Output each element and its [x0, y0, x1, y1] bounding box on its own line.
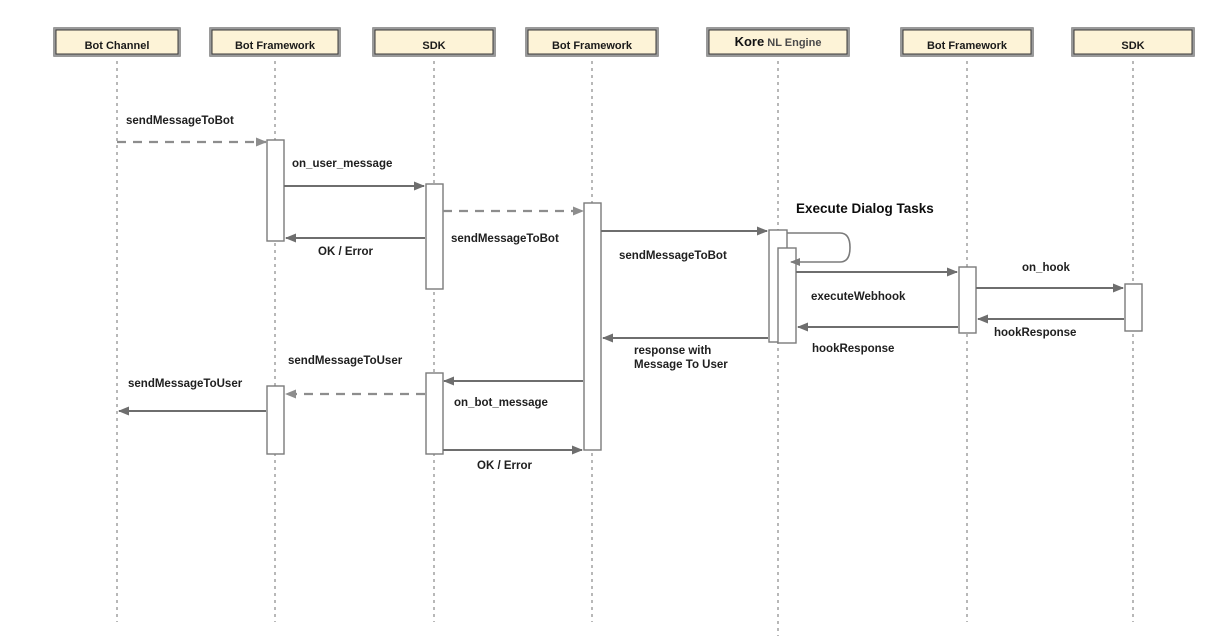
participant-label-p5: Kore NL Engine: [735, 34, 822, 49]
participant-label-p1: Bot Channel: [85, 40, 150, 52]
message-m8[interactable]: on_hook: [976, 262, 1124, 293]
message-label: on_bot_message: [454, 397, 548, 409]
activation-bar-a8: [266, 385, 285, 455]
participant-header-p5[interactable]: Kore NL Engine: [706, 27, 850, 57]
message-label: executeWebhook: [811, 291, 906, 303]
self-message-line: [787, 232, 851, 266]
participant-headers-group: Bot Channel Bot Framework SDK Bot Framework…: [53, 27, 1195, 57]
notes-group: Execute Dialog Tasks: [796, 201, 934, 216]
message-label: OK / Error: [477, 460, 532, 472]
participant-header-p7[interactable]: SDK: [1071, 27, 1195, 57]
activation-bar-a2: [425, 183, 444, 290]
participant-header-p2[interactable]: Bot Framework: [209, 27, 341, 57]
activation-bar-a6: [958, 266, 977, 334]
message-label: sendMessageToUser: [128, 378, 243, 390]
participant-header-p1[interactable]: Bot Channel: [53, 27, 181, 57]
participant-header-p6[interactable]: Bot Framework: [900, 27, 1034, 57]
message-m13[interactable]: sendMessageToUser: [285, 355, 425, 399]
lifelines-group: [116, 54, 1134, 636]
message-label: on_hook: [1022, 262, 1071, 274]
participant-label-p3: SDK: [422, 40, 445, 52]
participant-header-p4[interactable]: Bot Framework: [525, 27, 659, 57]
message-label: sendMessageToBot: [451, 233, 559, 245]
message-m6[interactable]: [787, 232, 851, 266]
activation-bar-a9: [425, 372, 444, 455]
activation-bar-a1: [266, 139, 285, 242]
message-label: sendMessageToUser: [288, 355, 403, 367]
message-m9[interactable]: hookResponse: [977, 314, 1124, 339]
message-label: hookResponse: [812, 343, 894, 355]
message-label: sendMessageToBot: [619, 250, 727, 262]
message-m14[interactable]: sendMessageToUser: [118, 378, 266, 416]
message-label: OK / Error: [318, 246, 373, 258]
note-label-n1: Execute Dialog Tasks: [796, 201, 934, 216]
activation-bar-a7: [1124, 283, 1143, 332]
participant-label-p2: Bot Framework: [235, 40, 316, 52]
activation-bar-a5: [777, 247, 797, 344]
messages-group: sendMessageToBot on_user_message OK / Erro…: [117, 115, 1124, 472]
participant-label-p4: Bot Framework: [552, 40, 633, 52]
message-m12[interactable]: on_bot_message: [443, 376, 583, 409]
message-m15[interactable]: OK / Error: [443, 445, 583, 472]
message-label: on_user_message: [292, 158, 392, 170]
message-label: hookResponse: [994, 327, 1076, 339]
activation-bars-group: [266, 139, 1143, 455]
participant-header-p3[interactable]: SDK: [372, 27, 496, 57]
participant-label-p6: Bot Framework: [927, 40, 1008, 52]
participant-label-p7: SDK: [1121, 40, 1144, 52]
message-m10[interactable]: hookResponse: [797, 322, 958, 355]
message-m7[interactable]: executeWebhook: [796, 267, 958, 303]
activation-bar-a3: [583, 202, 602, 451]
message-m5[interactable]: sendMessageToBot: [601, 226, 768, 262]
message-label: sendMessageToBot: [126, 115, 234, 127]
message-m2[interactable]: on_user_message: [284, 158, 425, 191]
message-m1[interactable]: sendMessageToBot: [117, 115, 267, 147]
message-m3[interactable]: OK / Error: [285, 233, 425, 258]
message-m4[interactable]: sendMessageToBot: [443, 206, 584, 245]
